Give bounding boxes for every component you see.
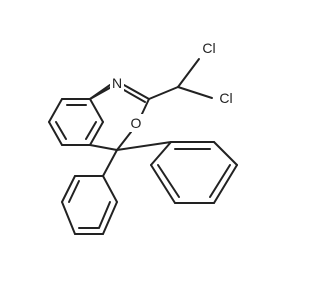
phenyl-ring-left <box>61 149 118 235</box>
bond <box>89 121 104 146</box>
bond <box>213 164 238 204</box>
label-bg <box>129 114 143 132</box>
bond <box>89 144 118 151</box>
bond <box>48 121 63 146</box>
atom-label-cl-top: Cl <box>202 40 215 56</box>
bond-inner <box>55 121 67 140</box>
bond-ccl <box>177 86 213 99</box>
bond-inner <box>157 164 180 198</box>
bond <box>61 201 76 235</box>
bond <box>116 141 172 151</box>
benzo-ring <box>48 84 116 146</box>
bond <box>102 201 118 235</box>
bond <box>148 86 179 100</box>
bond <box>150 141 172 166</box>
atom-label-n: N <box>112 75 122 91</box>
bond <box>61 175 76 203</box>
bond <box>116 131 132 151</box>
bond <box>89 84 111 100</box>
bond <box>213 141 238 166</box>
atom-label-o: O <box>131 115 142 131</box>
dichloromethyl-group <box>148 58 213 100</box>
bond <box>89 98 104 123</box>
bond-inner <box>68 180 80 203</box>
bond-inner <box>98 201 111 229</box>
phenyl-ring-right <box>116 141 238 204</box>
bond <box>150 164 176 204</box>
bond-inner <box>85 121 97 140</box>
structure-diagram: N O Cl Cl <box>48 40 238 235</box>
atom-label-cl-right: Cl <box>219 90 232 106</box>
bond <box>102 175 118 203</box>
label-bg <box>110 74 124 92</box>
bond <box>48 98 63 123</box>
bond-ccl <box>177 58 200 88</box>
bond-c-n <box>123 84 150 100</box>
bond-inner <box>209 164 231 198</box>
oxazine-ring <box>89 84 150 151</box>
molecule-canvas: N O Cl Cl <box>48 40 238 235</box>
bond <box>102 149 118 177</box>
bond-c-n-double <box>123 89 146 103</box>
bond <box>140 98 150 117</box>
